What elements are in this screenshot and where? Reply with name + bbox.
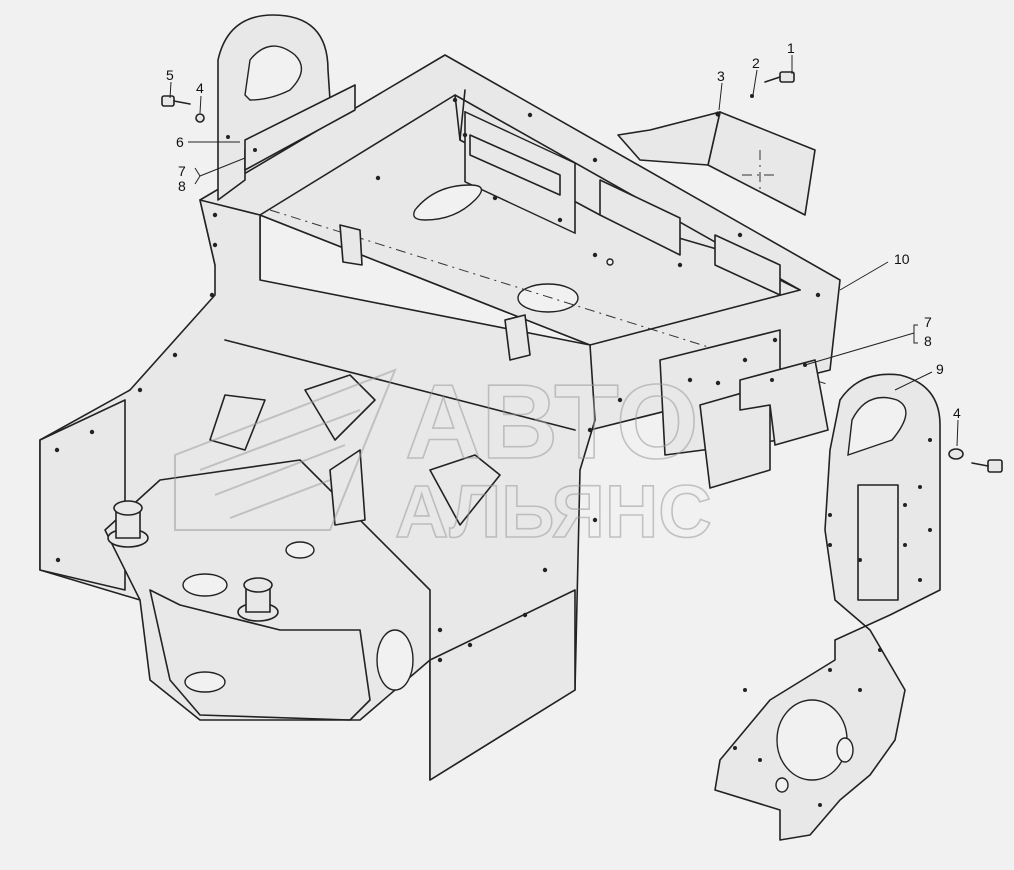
leader-lines (169, 55, 959, 447)
nut-4-right (948, 448, 964, 460)
callout-3: 3 (717, 68, 725, 84)
watermark-line1: АВТО (405, 363, 699, 481)
frame-right-lower-wall (429, 589, 576, 781)
watermark: АВТО АЛЬЯНС (174, 362, 713, 554)
frame-front-wall (39, 399, 126, 591)
callout-9: 9 (936, 361, 944, 377)
deck-slot-3 (599, 179, 681, 256)
right-tow-eye (714, 373, 941, 841)
cover-plate-mount (617, 111, 721, 166)
bushing-right (237, 577, 279, 622)
left-tow-eye (217, 14, 356, 201)
right-shim-plates (699, 359, 829, 489)
callout-7-left: 7 (178, 163, 186, 179)
callout-4-right: 4 (953, 405, 961, 421)
bolt-5 (161, 95, 191, 107)
deck-slot-4 (714, 234, 781, 296)
left-tow-eye-shim (244, 84, 356, 171)
bolt-right (971, 459, 1003, 473)
callout-6: 6 (176, 134, 184, 150)
deck-slot-2 (469, 134, 561, 196)
callout-labels: 1 2 3 5 4 6 7 8 10 7 8 9 4 (166, 40, 961, 421)
deck-round-hole (517, 283, 579, 313)
cover-plate-body (707, 111, 816, 216)
callout-2: 2 (752, 55, 760, 71)
cover-plate (617, 111, 816, 216)
clip-2 (339, 224, 363, 266)
shim-plate-b (739, 359, 829, 446)
watermark-line2: АЛЬЯНС (395, 470, 712, 553)
clip-1 (504, 314, 531, 361)
rivets (54, 97, 821, 663)
left-tow-eye-plate (217, 14, 331, 201)
nut-4-left (195, 113, 205, 123)
right-tow-eye-cutout (857, 484, 899, 601)
callout-1: 1 (787, 40, 795, 56)
callout-8-right: 8 (924, 333, 932, 349)
deck-oblong-hole (413, 184, 483, 221)
bolt-1 (764, 71, 795, 83)
watermark-logo-icon (174, 368, 397, 531)
bushing-left (107, 500, 149, 548)
callout-7-right: 7 (924, 314, 932, 330)
callout-8-left: 8 (178, 178, 186, 194)
bracket-4 (429, 454, 501, 526)
callout-4-left: 4 (196, 80, 204, 96)
callout-10: 10 (894, 251, 910, 267)
callout-5: 5 (166, 67, 174, 83)
